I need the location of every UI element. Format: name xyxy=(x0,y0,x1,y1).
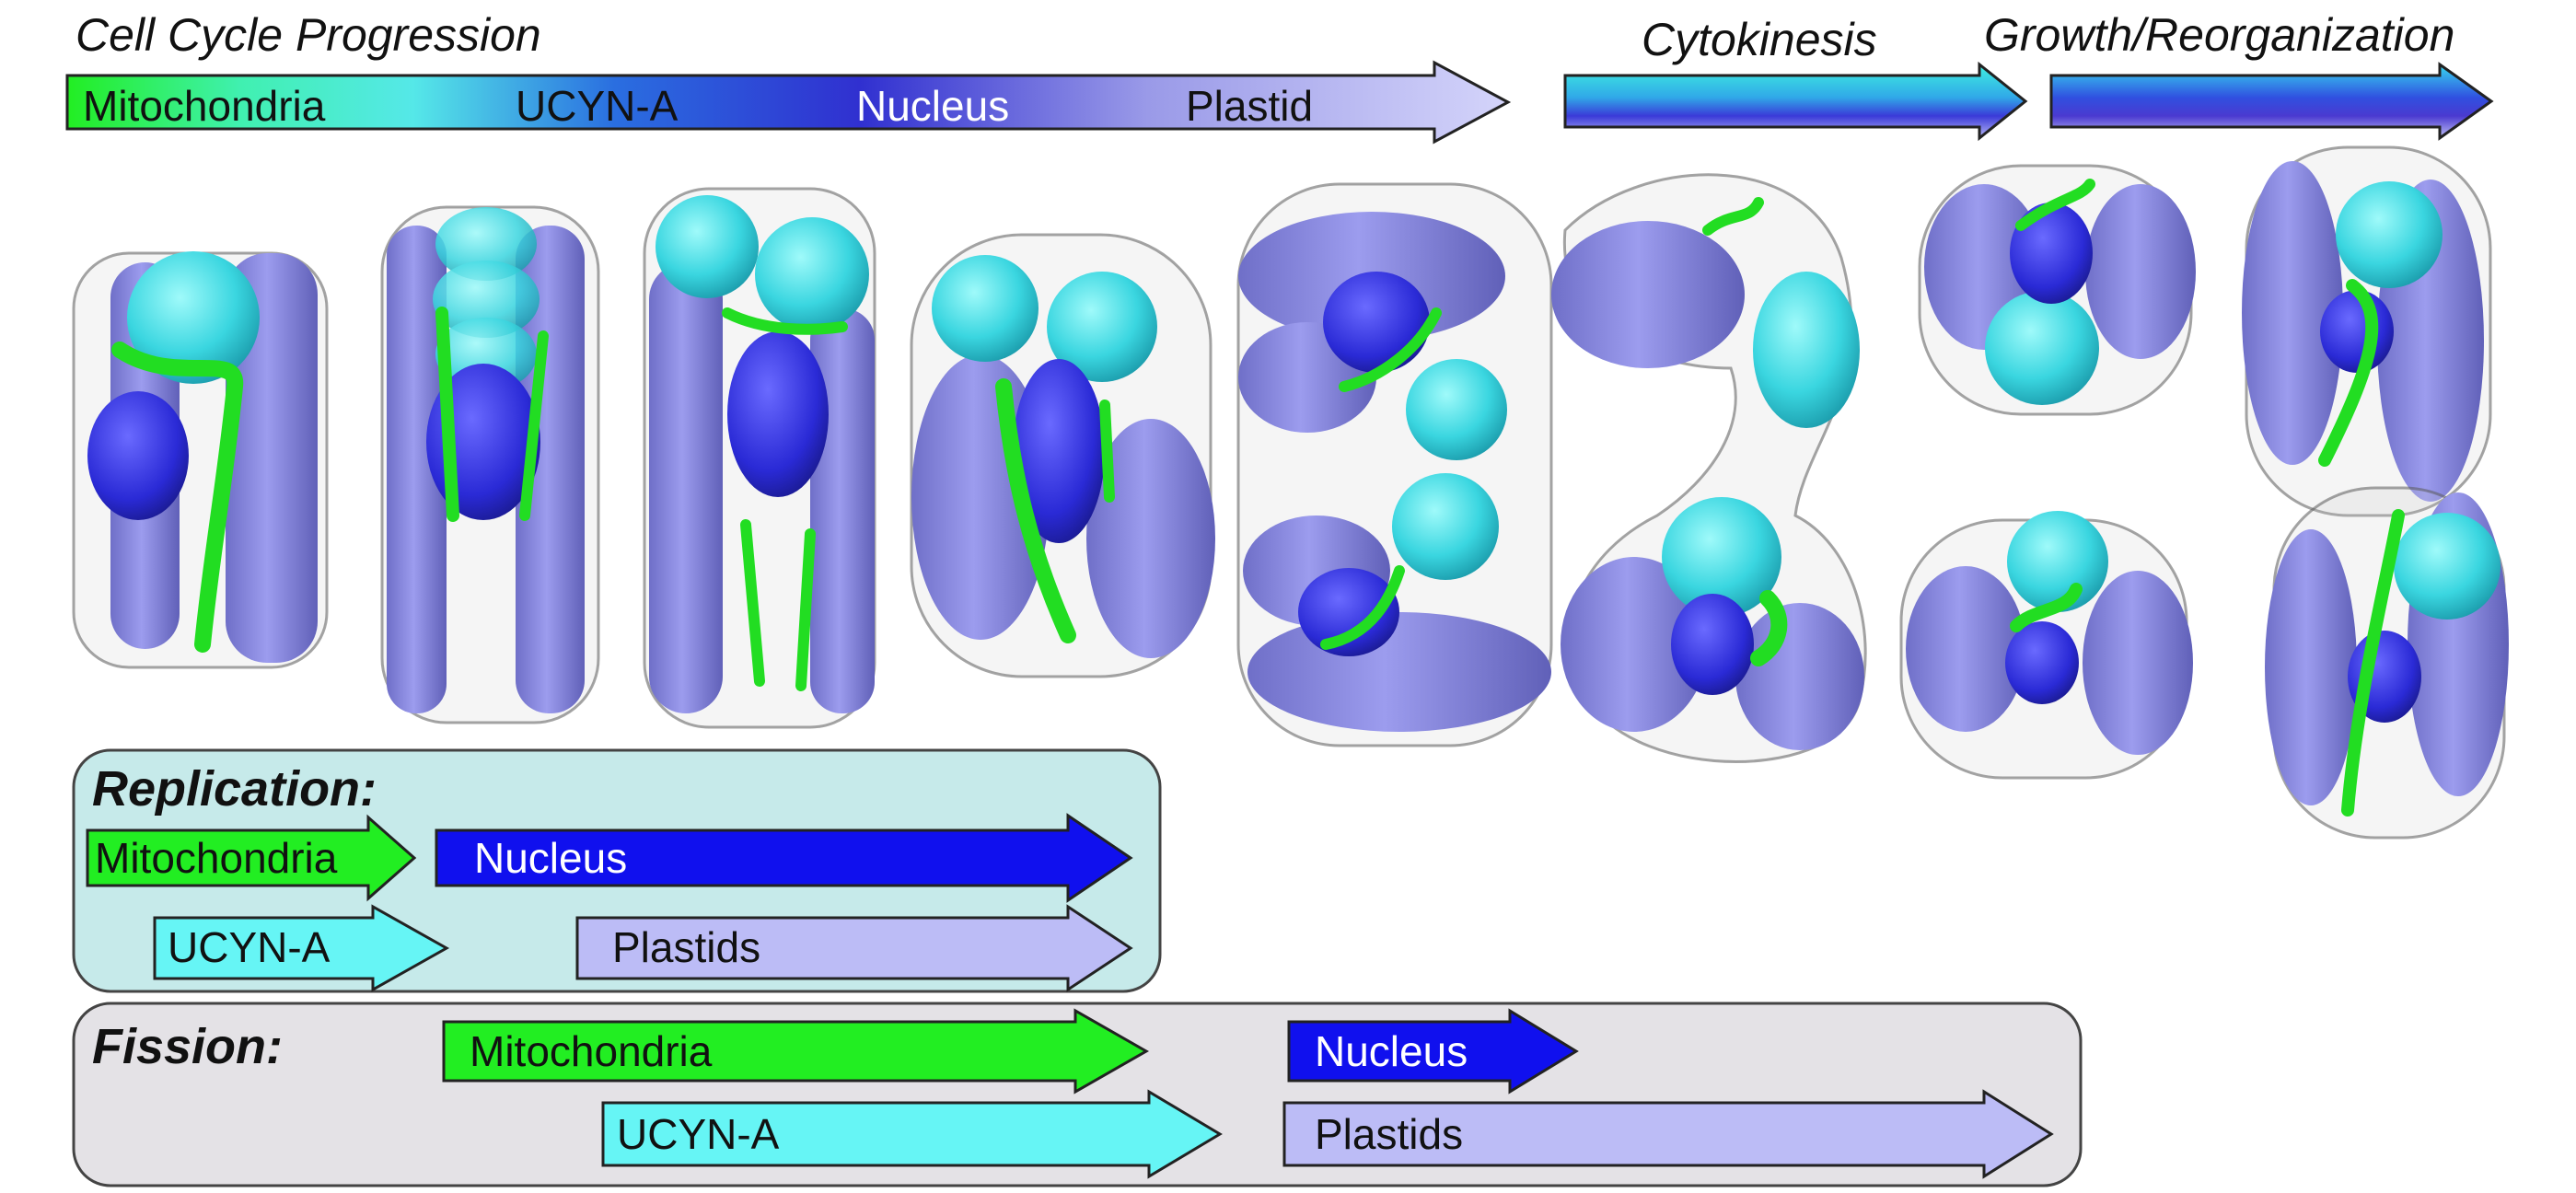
cell-1-rendering xyxy=(72,251,329,669)
progression-arrow: Mitochondria UCYN-A Nucleus Plastid xyxy=(65,60,1512,145)
replication-arrow-ucyna xyxy=(153,904,450,992)
fission-panel: Fission: Mitochondria Nucleus UCYN-A Pla… xyxy=(72,1002,2083,1187)
header-growth-reorganization: Growth/Reorganization xyxy=(1984,9,2454,61)
progression-label-mitochondria: Mitochondria xyxy=(83,82,326,130)
cell-5-rendering xyxy=(1236,182,1553,747)
progression-label-ucyna: UCYN-A xyxy=(516,82,679,130)
cell-4-rendering xyxy=(910,233,1215,678)
replication-label-mitochondria: Mitochondria xyxy=(95,834,338,882)
progression-label-nucleus: Nucleus xyxy=(856,82,1009,130)
fission-label-mitochondria: Mitochondria xyxy=(470,1027,713,1075)
cytokinesis-arrow xyxy=(1563,61,2028,142)
replication-panel: Replication: Mitochondria Nucleus UCYN-A… xyxy=(72,748,1162,993)
fission-label-ucyna: UCYN-A xyxy=(617,1110,780,1158)
replication-label-nucleus: Nucleus xyxy=(474,834,627,882)
cell-6-rendering xyxy=(1551,173,1867,763)
header-cytokinesis: Cytokinesis xyxy=(1642,14,1877,65)
replication-title: Replication: xyxy=(92,761,377,817)
progression-label-plastid: Plastid xyxy=(1186,82,1313,130)
fission-arrow-nucleus xyxy=(1287,1008,1579,1095)
replication-label-ucyna: UCYN-A xyxy=(168,923,331,971)
fission-arrow-ucyna xyxy=(601,1089,1223,1179)
fission-label-nucleus: Nucleus xyxy=(1315,1027,1468,1075)
fission-title: Fission: xyxy=(92,1019,283,1074)
cell-8-rendering xyxy=(2242,145,2509,840)
fission-arrow-mitochondria xyxy=(442,1008,1150,1095)
cell-3-rendering xyxy=(643,187,876,729)
cell-2-rendering xyxy=(380,205,600,724)
header-cell-cycle: Cell Cycle Progression xyxy=(75,9,541,61)
fission-arrow-plastids xyxy=(1282,1089,2054,1179)
fission-label-plastids: Plastids xyxy=(1315,1110,1463,1158)
cell-7-rendering xyxy=(1899,164,2196,780)
replication-arrow-mitochondria xyxy=(86,814,417,902)
replication-arrow-plastids xyxy=(575,904,1133,992)
growth-arrow xyxy=(2049,62,2494,141)
replication-label-plastids: Plastids xyxy=(612,923,760,971)
replication-arrow-nucleus xyxy=(435,813,1133,903)
